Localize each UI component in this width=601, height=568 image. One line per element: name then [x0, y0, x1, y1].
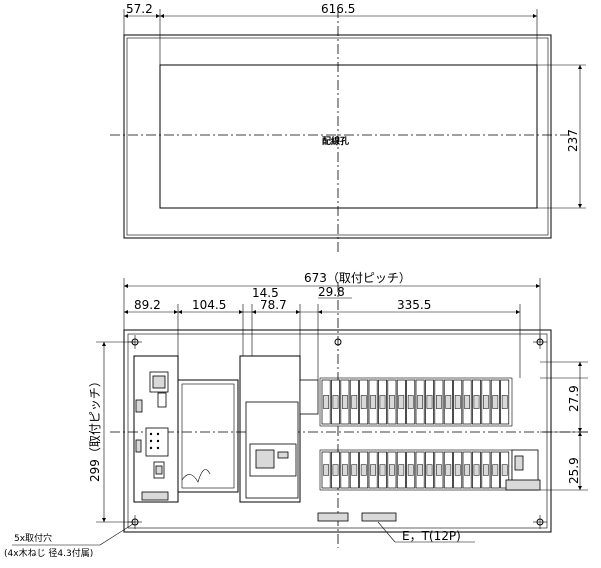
breaker-handle	[501, 464, 508, 476]
breaker-handle	[501, 395, 508, 409]
breaker-handle	[360, 464, 367, 476]
terminal-block-left	[317, 512, 349, 522]
breaker-handle	[445, 464, 452, 476]
front-view: E，T(12P) 673（取付ピッチ） 89.2 104.5 14.5 78.7…	[4, 271, 588, 559]
breaker-handle	[492, 464, 499, 476]
breaker-handle	[323, 395, 329, 409]
breaker-handle	[464, 464, 470, 476]
breaker-handle	[379, 395, 386, 409]
dim-vertical-pitch: 299（取付ピッチ）	[88, 375, 102, 482]
breaker-handle	[492, 395, 499, 409]
hole-note-line1: 5x取付穴	[14, 532, 52, 544]
breaker-handle	[454, 395, 461, 409]
dim-a: 89.2	[134, 298, 161, 312]
wiring-hole	[159, 64, 538, 209]
dim-d: 78.7	[260, 298, 287, 312]
terminal-label: E，T(12P)	[402, 529, 461, 543]
dim-top-width: 616.5	[321, 2, 355, 16]
breaker-handle	[370, 464, 376, 476]
breaker-handle	[454, 464, 461, 476]
upper-breaker-row	[321, 379, 510, 425]
center-unit-frame	[239, 355, 301, 503]
spare-space	[177, 379, 239, 493]
dim-upper-row: 27.9	[567, 385, 581, 412]
breaker-handle	[351, 395, 358, 409]
dim-b: 104.5	[192, 298, 226, 312]
dim-top-height: 237	[566, 129, 580, 152]
top-inner-frame	[126, 37, 549, 236]
hole-note-line2: (4x木ねじ 径4.3付属)	[4, 547, 93, 559]
dim-c: 14.5	[252, 286, 279, 300]
dim-pitch: 673（取付ピッチ）	[304, 271, 411, 285]
breaker-handle	[426, 395, 433, 409]
breaker-handle	[436, 464, 442, 476]
breaker-handle	[407, 464, 414, 476]
breaker-handle	[464, 395, 470, 409]
breaker-handle	[379, 464, 386, 476]
breaker-handle	[360, 395, 367, 409]
dim-lower-row: 25.9	[567, 457, 581, 484]
upper-breaker-bank	[319, 377, 513, 427]
enclosure-inner	[127, 333, 548, 529]
breaker-handle	[436, 395, 442, 409]
breaker-handle	[426, 464, 433, 476]
breaker-handle	[370, 395, 376, 409]
dim-f: 335.5	[397, 298, 431, 312]
breaker-handle	[473, 395, 480, 409]
breaker-handle	[398, 464, 405, 476]
lower-breaker-row	[321, 451, 510, 489]
top-outer-frame	[123, 34, 552, 239]
breaker-handle	[407, 395, 414, 409]
breaker-handle	[389, 464, 395, 476]
breaker-handle	[332, 395, 339, 409]
breaker-handle	[445, 395, 452, 409]
enclosure-outer	[123, 329, 552, 533]
breaker-handle	[417, 395, 423, 409]
breaker-handle	[389, 395, 395, 409]
breaker-handle	[342, 464, 348, 476]
breaker-handle	[473, 464, 480, 476]
wiring-hole-label: 配線孔	[322, 135, 349, 147]
breaker-handle	[483, 464, 489, 476]
terminal-block-right	[361, 512, 397, 522]
breaker-handle	[332, 464, 339, 476]
breaker-handle	[323, 464, 329, 476]
top-view: 57.2 616.5 237 配線孔	[110, 2, 586, 252]
dim-e: 29.8	[318, 285, 345, 299]
dim-top-left: 57.2	[126, 2, 153, 16]
breaker-handle	[417, 464, 423, 476]
breaker-handle	[342, 395, 348, 409]
breaker-handle	[483, 395, 489, 409]
breaker-handle	[351, 464, 358, 476]
breaker-handle	[398, 395, 405, 409]
